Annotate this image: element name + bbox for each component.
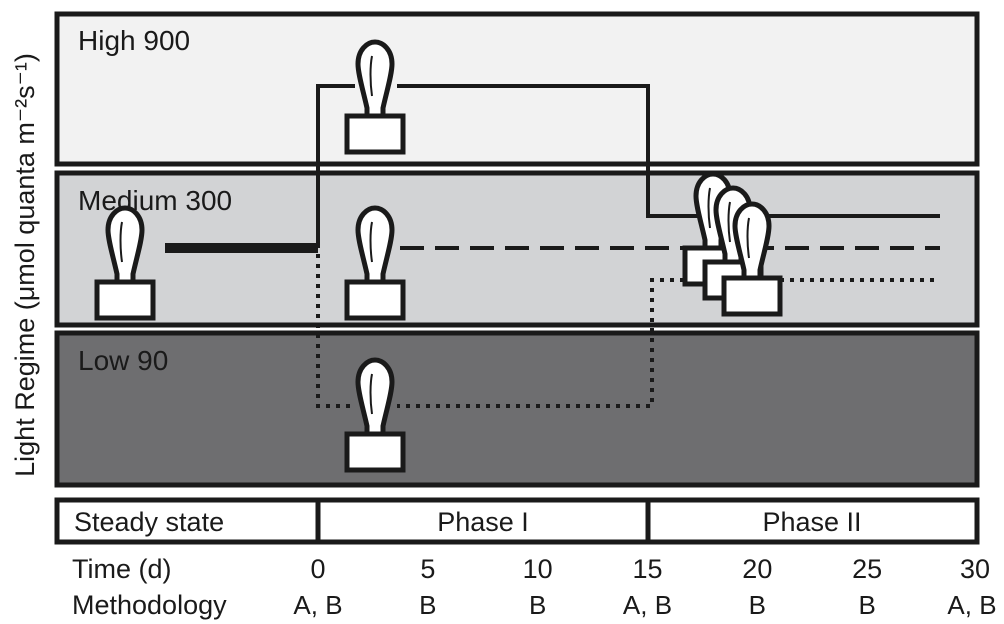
time-row-label: Time (d) [72, 554, 172, 584]
phase-bar: Steady state Phase I Phase II [54, 497, 980, 545]
phase-bar-frame [54, 497, 980, 545]
band-medium-label: Medium 300 [78, 185, 232, 216]
band-high-fill [54, 11, 980, 167]
band-high: High 900 [54, 11, 980, 167]
methodology-tick-5: B [419, 590, 436, 620]
methodology-tick-20: B [749, 590, 766, 620]
methodology-tick-25: B [858, 590, 875, 620]
time-tick-15: 15 [632, 554, 662, 584]
time-tick-0: 0 [310, 554, 325, 584]
phase-label-steady-state: Steady state [74, 507, 224, 537]
methodology-row-label: Methodology [72, 590, 227, 620]
time-tick-10: 10 [523, 554, 553, 584]
time-tick-5: 5 [420, 554, 435, 584]
time-tick-20: 20 [742, 554, 772, 584]
phase-label-phase-1: Phase I [437, 507, 529, 537]
methodology-tick-0: A, B [293, 590, 342, 620]
methodology-tick-10: B [529, 590, 546, 620]
band-low-label: Low 90 [78, 345, 168, 376]
band-low: Low 90 [54, 330, 980, 488]
time-tick-25: 25 [852, 554, 882, 584]
y-axis-label: Light Regime (μmol quanta m⁻²s⁻¹) [10, 53, 40, 477]
methodology-tick-30: A, B [947, 590, 996, 620]
band-low-fill [54, 330, 980, 488]
time-ticks: 0 A, B 5B 10B 15 A, B 20B 25B 30 A, B [293, 554, 996, 620]
methodology-tick-15: A, B [623, 590, 672, 620]
time-tick-30: 30 [960, 554, 990, 584]
low-then-medium-line [316, 254, 935, 408]
phase-label-phase-2: Phase II [762, 507, 861, 537]
band-high-label: High 900 [78, 25, 190, 56]
